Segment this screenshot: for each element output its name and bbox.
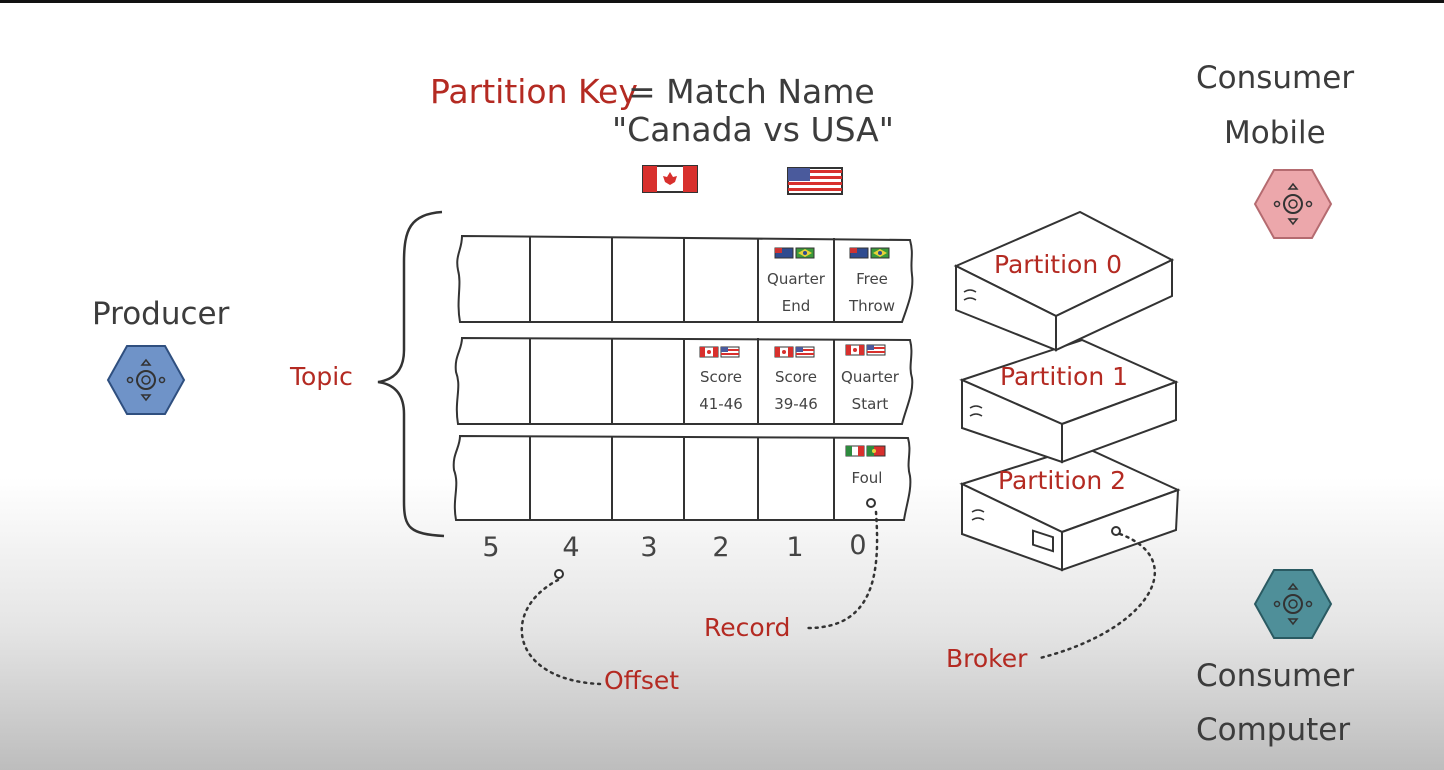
topic-brace <box>377 210 445 538</box>
consumer-computer-line1: Consumer <box>1196 658 1355 694</box>
match-name-label: = Match Name <box>628 72 875 111</box>
consumer-computer-hex-icon <box>1253 569 1333 639</box>
canada-flag-icon <box>642 165 698 193</box>
top-border <box>0 0 1444 3</box>
record-connector <box>806 510 879 630</box>
record-label: Foul <box>851 469 883 487</box>
usa-flag-icon <box>787 167 843 195</box>
consumer-computer-line2: Computer <box>1196 712 1351 748</box>
partition-2-log <box>452 434 912 521</box>
broker-connector <box>1038 532 1157 660</box>
offset-number: 3 <box>640 532 658 563</box>
partition-2-label: Partition 2 <box>998 466 1127 495</box>
broker-server-2 <box>959 444 1181 572</box>
partition-1-label: Partition 1 <box>1000 362 1129 391</box>
consumer-mobile-line1: Consumer <box>1196 60 1355 96</box>
offset-number: 4 <box>562 532 580 563</box>
partition-0-label: Partition 0 <box>994 250 1123 279</box>
partition-0-log <box>456 234 914 323</box>
producer-hex-icon <box>106 345 186 415</box>
match-value-label: "Canada vs USA" <box>612 110 894 149</box>
partition-key-label: Partition Key <box>430 72 638 111</box>
topic-label: Topic <box>290 362 353 391</box>
offset-number: 0 <box>849 530 867 561</box>
offset-number: 5 <box>482 532 500 563</box>
offset-number: 1 <box>786 532 804 563</box>
broker-annotation: Broker <box>946 644 1028 673</box>
record-annotation: Record <box>704 613 791 642</box>
partition-1-log <box>454 336 914 425</box>
consumer-mobile-line2: Mobile <box>1224 115 1326 151</box>
producer-label: Producer <box>92 296 230 332</box>
offset-annotation: Offset <box>604 666 680 695</box>
offset-connector <box>520 578 602 686</box>
consumer-mobile-hex-icon <box>1253 169 1333 239</box>
broker-server-1 <box>959 338 1179 464</box>
broker-server-0 <box>953 210 1175 352</box>
offset-number: 2 <box>712 532 730 563</box>
